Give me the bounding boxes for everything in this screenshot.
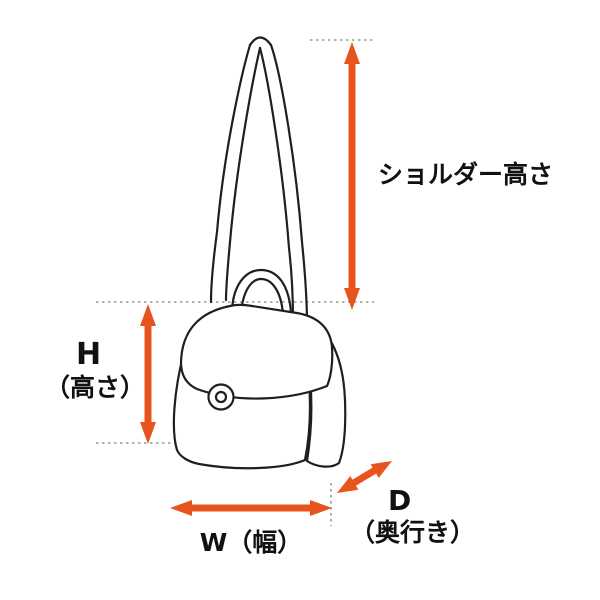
shoulder-arrow-head-top: [344, 42, 360, 64]
width-arrow: [170, 500, 332, 516]
depth-letter-label: D: [388, 484, 411, 517]
strap-left-inner-line: [224, 46, 262, 302]
height-arrow: [140, 304, 156, 444]
guide-lines: [96, 39, 374, 526]
depth-name-label: （奥行き）: [350, 518, 475, 547]
clasp-inner-ring: [214, 390, 228, 404]
shoulder-arrow-head-bottom: [344, 288, 360, 310]
strap-right-inner-line: [258, 46, 295, 322]
height-arrow-head-top: [140, 304, 156, 326]
width-arrow-head-right: [310, 500, 332, 516]
height-letter-label: H: [76, 337, 101, 372]
strap-right-outer-line: [269, 43, 309, 326]
depth-arrow-head-lower: [337, 476, 359, 493]
handle-outer: [230, 268, 293, 316]
height-arrow-head-bottom: [140, 422, 156, 444]
width-arrow-head-left: [170, 500, 192, 516]
width-label: W（幅）: [200, 528, 303, 557]
strap-left-outer-line: [209, 43, 252, 304]
clasp-outer-ring: [207, 383, 235, 411]
shoulder-height-arrow: [344, 42, 360, 310]
bag-flap: [179, 303, 334, 400]
strap-top-fold: [248, 36, 273, 47]
dimension-arrows: [140, 42, 392, 516]
height-name-label: （高さ）: [45, 373, 145, 402]
depth-arrow: [337, 461, 392, 493]
handle-inner: [239, 277, 285, 318]
shoulder-height-label: ショルダー高さ: [378, 160, 553, 189]
depth-arrow-head-upper: [370, 461, 392, 478]
bag-line-art: [172, 36, 347, 470]
dimension-labels: ショルダー高さ H （高さ） W（幅） D （奥行き）: [45, 160, 553, 557]
depth-arrow-shaft: [350, 465, 379, 488]
